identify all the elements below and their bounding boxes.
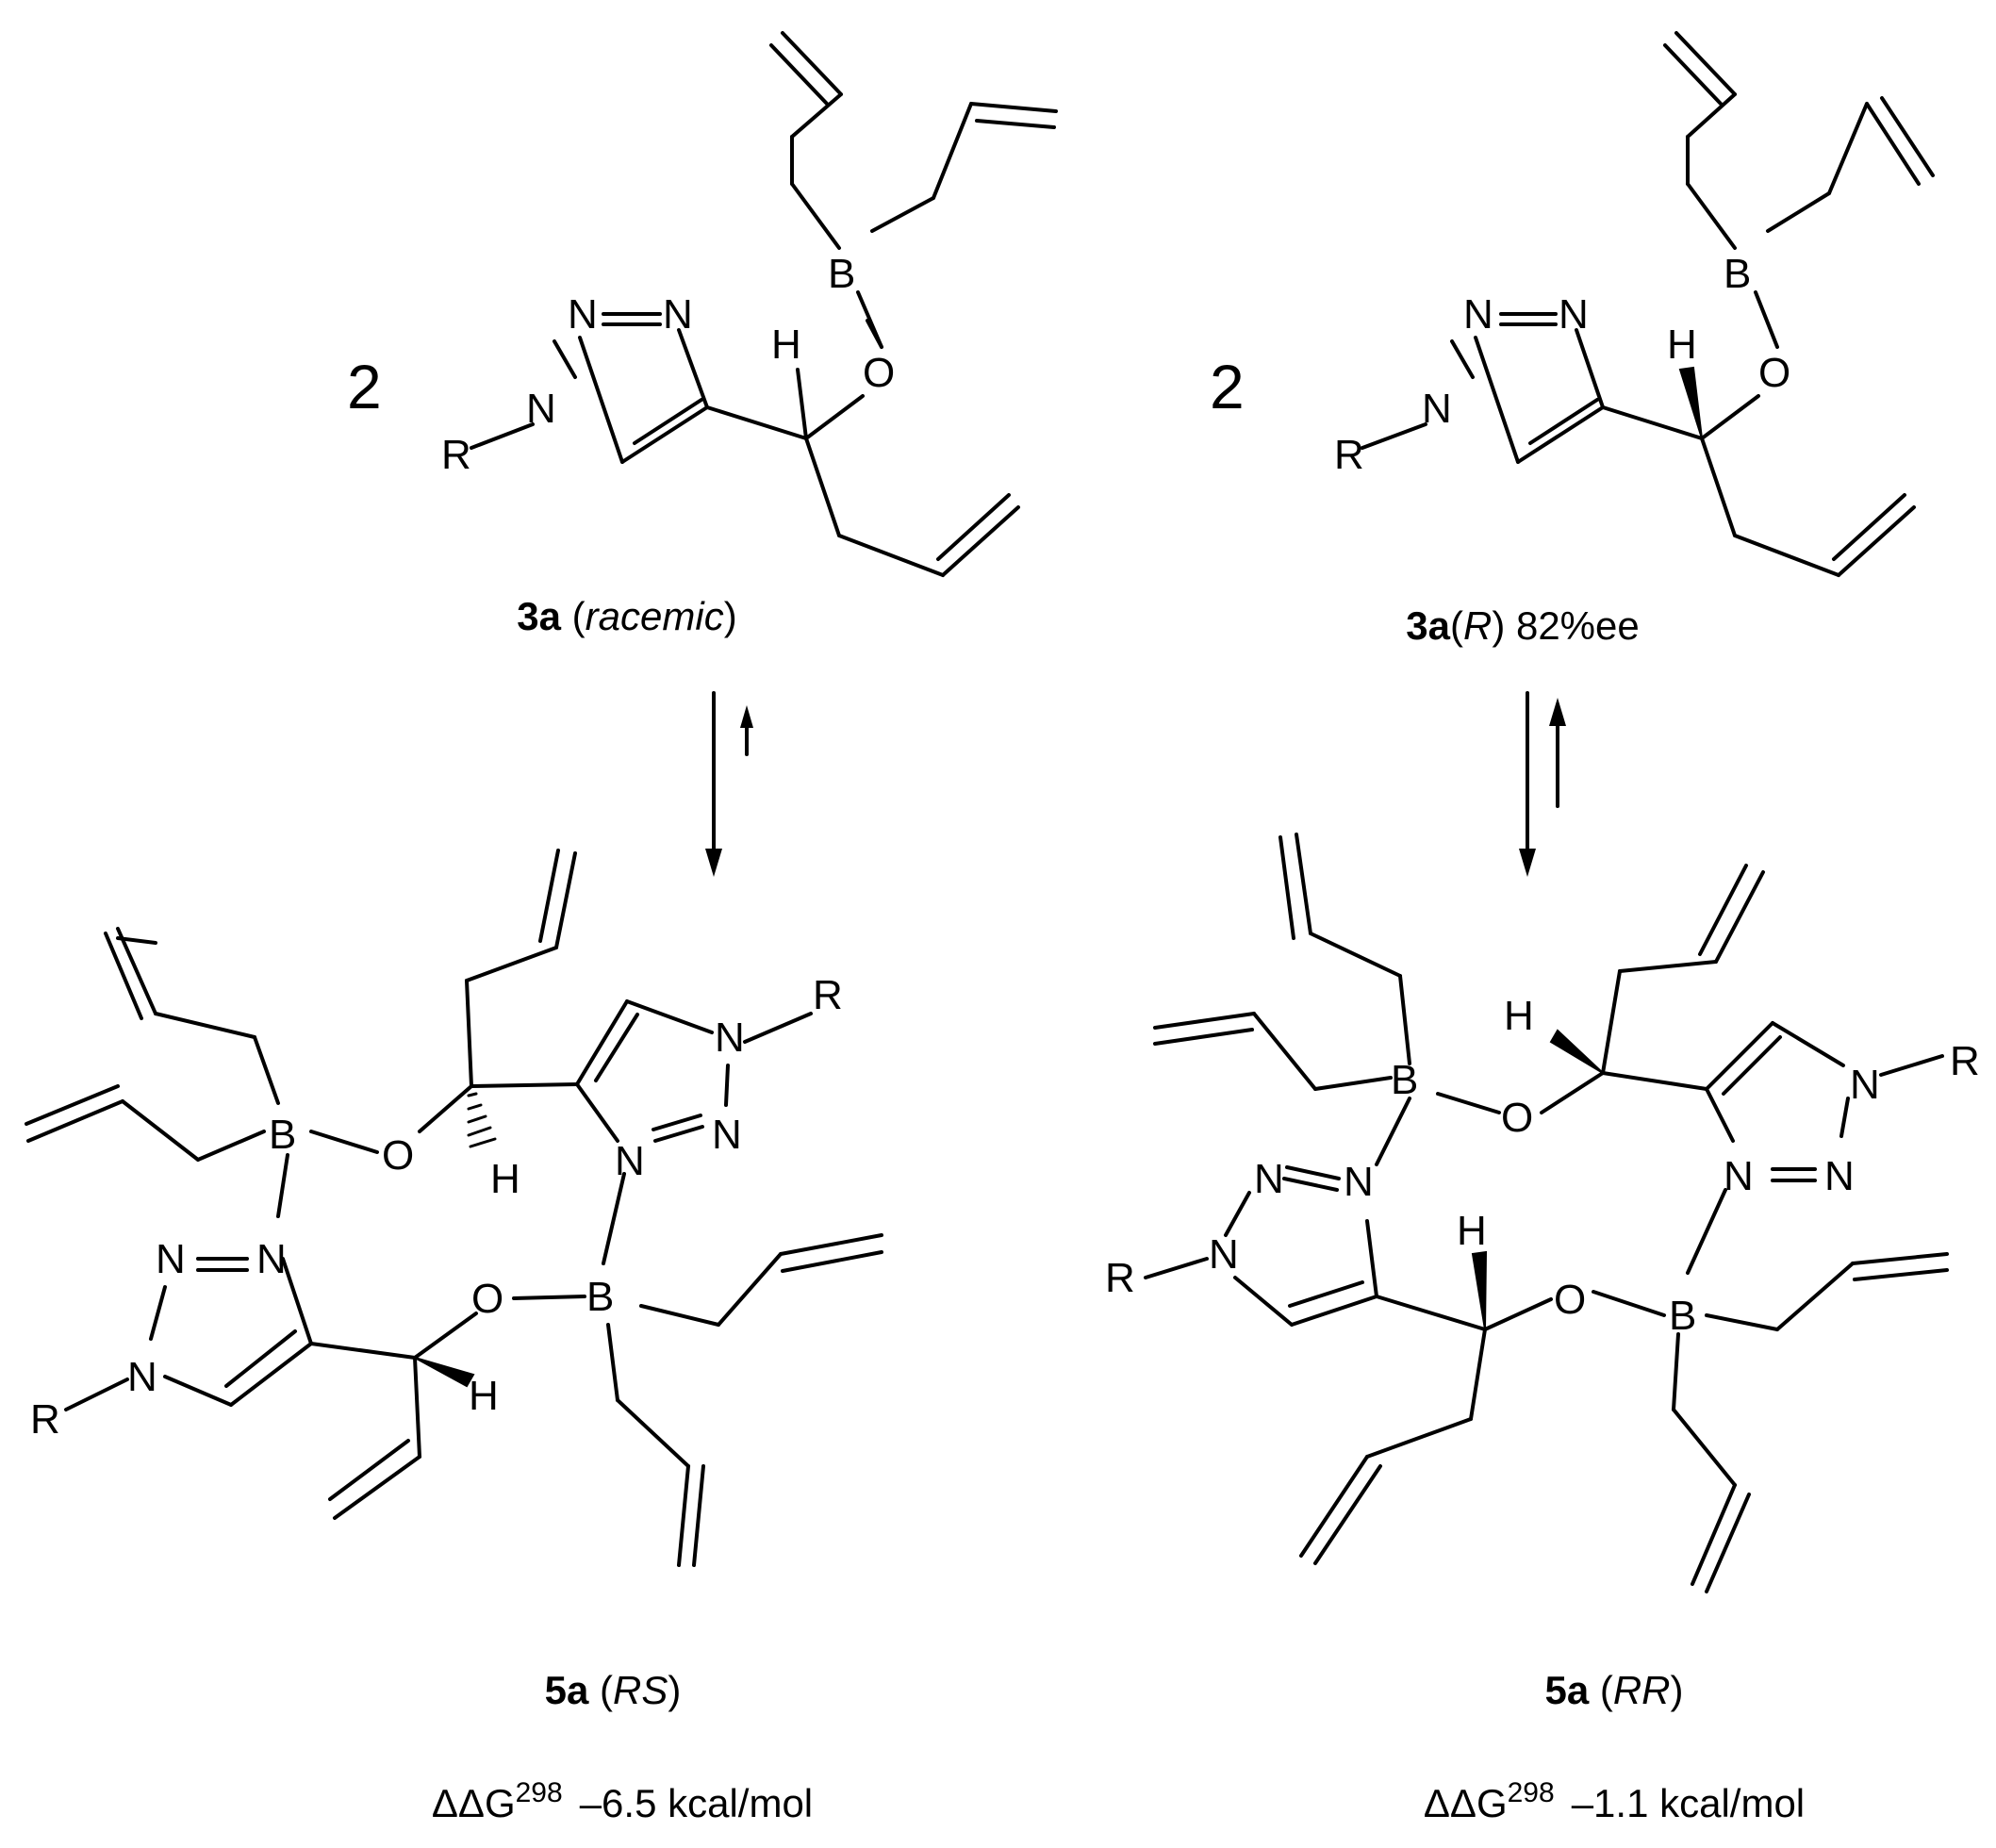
molecule-3a-R: 2 N N N R H O B 3a(R) 82%ee [1210,31,1935,648]
label-5a-RS: 5a (RS) [545,1668,682,1712]
atom-B: B [1724,251,1751,297]
atom-H: H [1457,1208,1487,1254]
atom-O: O [382,1132,414,1179]
atom-N: N [715,1015,745,1061]
label-5a-RR: 5a (RR) [1544,1668,1683,1712]
equilibrium-arrow-left [705,691,753,877]
atom-N: N [1559,291,1589,338]
atom-O: O [1758,350,1790,396]
atom-B: B [828,251,855,297]
atom-B: B [1669,1293,1696,1339]
atom-N: N [1422,386,1452,432]
atom-R: R [813,972,843,1018]
atom-O: O [471,1276,503,1322]
atom-R: R [1105,1255,1135,1301]
atom-N: N [1254,1156,1284,1202]
atom-N: N [1724,1153,1754,1199]
atom-B: B [269,1112,296,1158]
atom-N: N [156,1236,186,1282]
atom-R: R [30,1396,60,1443]
atom-N: N [615,1138,645,1184]
coefficient-right: 2 [1210,352,1245,421]
label-3a-racemic: 3a (racemic) [517,594,736,638]
atom-H: H [1504,993,1534,1039]
atom-N: N [712,1112,742,1158]
atom-O: O [863,350,895,396]
molecule-5a-RR: B O H N R N N B O H N N N R 5a (RR) ΔΔG2… [1105,833,1980,1826]
molecule-5a-RS: B O H N R N N B O H N N N R 5a (RS) ΔΔG2… [25,849,883,1826]
atom-B: B [586,1274,614,1320]
atom-N: N [526,386,556,432]
atom-N: N [1824,1153,1855,1199]
energy-5a-RS: ΔΔG298–6.5 kcal/mol [432,1777,813,1826]
atom-H: H [771,322,801,368]
energy-5a-RR: ΔΔG298–1.1 kcal/mol [1424,1777,1805,1826]
atom-B: B [1391,1057,1418,1103]
molecule-3a-racemic: 2 N N N R H [347,31,1058,638]
atom-O: O [1554,1277,1586,1323]
atom-H: H [469,1373,499,1419]
atom-N: N [256,1236,287,1282]
atom-N: N [568,291,598,338]
coefficient-left: 2 [347,352,382,421]
atom-O: O [1501,1095,1533,1141]
equilibrium-arrow-right [1519,691,1566,877]
atom-N: N [1850,1062,1880,1108]
atom-N: N [127,1354,157,1400]
atom-R: R [1950,1038,1980,1084]
atom-N: N [1344,1159,1374,1205]
atom-R: R [441,432,471,478]
label-3a-R: 3a(R) 82%ee [1406,603,1640,648]
atom-R: R [1334,432,1364,478]
atom-N: N [663,291,693,338]
atom-H: H [1667,322,1697,368]
atom-N: N [1463,291,1493,338]
atom-H: H [490,1156,520,1202]
atom-N: N [1209,1231,1239,1278]
